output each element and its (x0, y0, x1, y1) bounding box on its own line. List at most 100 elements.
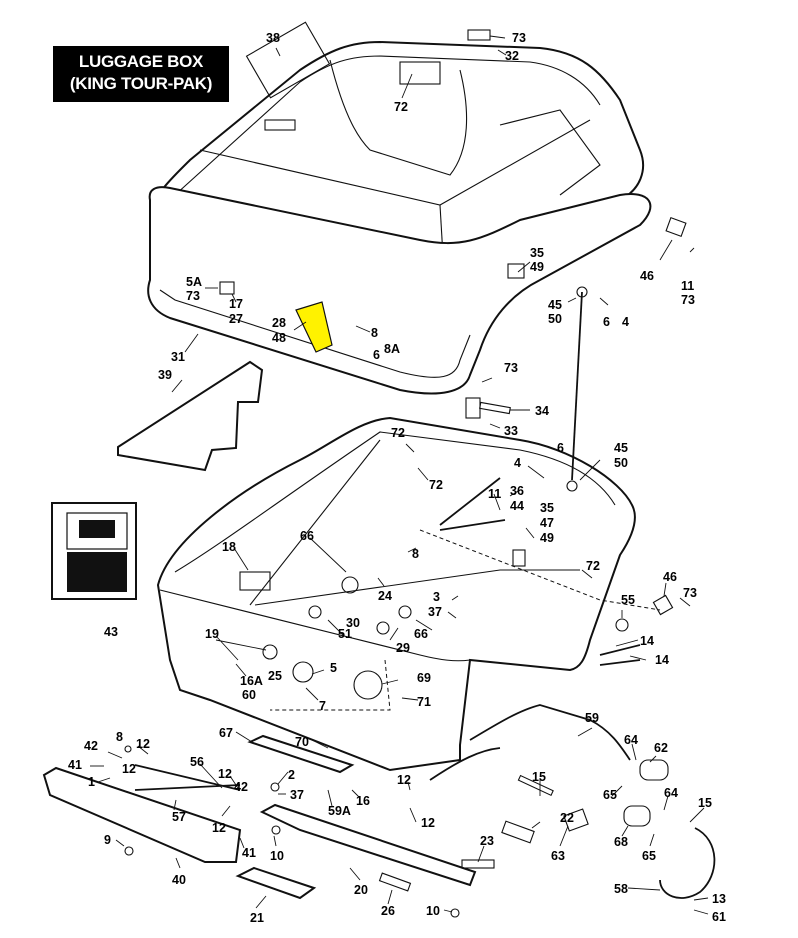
callout-42: 42 (84, 739, 98, 753)
callout-12: 12 (122, 762, 136, 776)
callout-60: 60 (242, 688, 256, 702)
callout-64: 64 (664, 786, 678, 800)
callout-12: 12 (421, 816, 435, 830)
callout-12: 12 (136, 737, 150, 751)
callout-8A: 8A (384, 342, 400, 356)
callout-71: 71 (417, 695, 431, 709)
callout-22: 22 (560, 811, 574, 825)
title-line-2: (KING TOUR-PAK) (69, 74, 213, 93)
callout-2: 2 (288, 768, 295, 782)
hinge-rod-45 (571, 291, 583, 481)
callout-34: 34 (535, 404, 549, 418)
callout-62: 62 (654, 741, 668, 755)
callout-73: 73 (504, 361, 518, 375)
callout-35: 35 (540, 501, 554, 515)
callout-32: 32 (505, 49, 519, 63)
callout-46: 46 (663, 570, 677, 584)
callout-5A: 5A (186, 275, 202, 289)
callout-37: 37 (290, 788, 304, 802)
diagram-title-box: LUGGAGE BOX (KING TOUR-PAK) (53, 46, 229, 102)
callout-14: 14 (640, 634, 654, 648)
callout-4: 4 (514, 456, 521, 470)
callout-65: 65 (603, 788, 617, 802)
callout-6: 6 (603, 315, 610, 329)
trim-strip-40 (42, 766, 242, 863)
callout-63: 63 (551, 849, 565, 863)
strap-11 (439, 477, 506, 531)
callout-12: 12 (397, 773, 411, 787)
callout-29: 29 (396, 641, 410, 655)
callout-73: 73 (512, 31, 526, 45)
callout-1: 1 (88, 775, 95, 789)
callout-7: 7 (319, 699, 326, 713)
callout-6: 6 (557, 441, 564, 455)
callout-72: 72 (429, 478, 443, 492)
rod-eye-top (576, 286, 588, 298)
callout-23: 23 (480, 834, 494, 848)
callout-42: 42 (234, 780, 248, 794)
callout-15: 15 (532, 770, 546, 784)
callout-8: 8 (116, 730, 123, 744)
callout-59: 59 (585, 711, 599, 725)
callout-67: 67 (219, 726, 233, 740)
callout-46: 46 (640, 269, 654, 283)
rod-eye-bottom (566, 480, 578, 492)
callout-35: 35 (530, 246, 544, 260)
callout-38: 38 (266, 31, 280, 45)
callout-21: 21 (250, 911, 264, 925)
callout-70: 70 (295, 735, 309, 749)
pad-21 (235, 866, 317, 900)
callout-66: 66 (414, 627, 428, 641)
callout-45: 45 (548, 298, 562, 312)
callout-15: 15 (698, 796, 712, 810)
callout-41: 41 (68, 758, 82, 772)
leader-lines (90, 35, 709, 915)
title-line-1: LUGGAGE BOX (78, 52, 204, 71)
callout-37: 37 (428, 605, 442, 619)
callout-17: 17 (229, 297, 243, 311)
callout-59A: 59A (328, 804, 351, 818)
callout-57: 57 (172, 810, 186, 824)
callout-49: 49 (540, 531, 554, 545)
callout-11: 11 (488, 487, 501, 501)
callout-33: 33 (504, 424, 518, 438)
callout-8: 8 (371, 326, 378, 340)
callout-24: 24 (378, 589, 392, 603)
callout-49: 49 (530, 260, 544, 274)
callout-36: 36 (510, 484, 524, 498)
callout-51: 51 (338, 627, 352, 641)
callout-6: 6 (373, 348, 380, 362)
callout-41: 41 (242, 846, 256, 860)
wiring-harness-drawing (429, 644, 716, 899)
callout-73: 73 (186, 289, 200, 303)
callout-73: 73 (683, 586, 697, 600)
callout-labels: 38 73 32 72 5A 73 17 27 28 48 8 6 8A 31 … (68, 31, 726, 925)
cable-56 (134, 764, 241, 791)
decal-43 (51, 502, 137, 600)
callout-64: 64 (624, 733, 638, 747)
callout-50: 50 (548, 312, 562, 326)
callout-27: 27 (229, 312, 243, 326)
callout-56: 56 (190, 755, 204, 769)
callout-73: 73 (681, 293, 695, 307)
callout-26: 26 (381, 904, 395, 918)
callout-4: 4 (622, 315, 629, 329)
callout-16: 16 (356, 794, 370, 808)
callout-45: 45 (614, 441, 628, 455)
callout-50: 50 (614, 456, 628, 470)
callout-61: 61 (712, 910, 726, 924)
callout-28: 28 (272, 316, 286, 330)
callout-12: 12 (218, 767, 232, 781)
lid-rim-drawing (147, 186, 652, 395)
callout-69: 69 (417, 671, 431, 685)
callout-68: 68 (614, 835, 628, 849)
plate-67 (247, 734, 355, 774)
callout-8: 8 (412, 547, 419, 561)
hardware-marks (124, 21, 687, 918)
liner-panel-39 (117, 360, 264, 472)
callout-20: 20 (354, 883, 368, 897)
callout-30: 30 (346, 616, 360, 630)
highlighted-bracket-28 (295, 301, 333, 353)
